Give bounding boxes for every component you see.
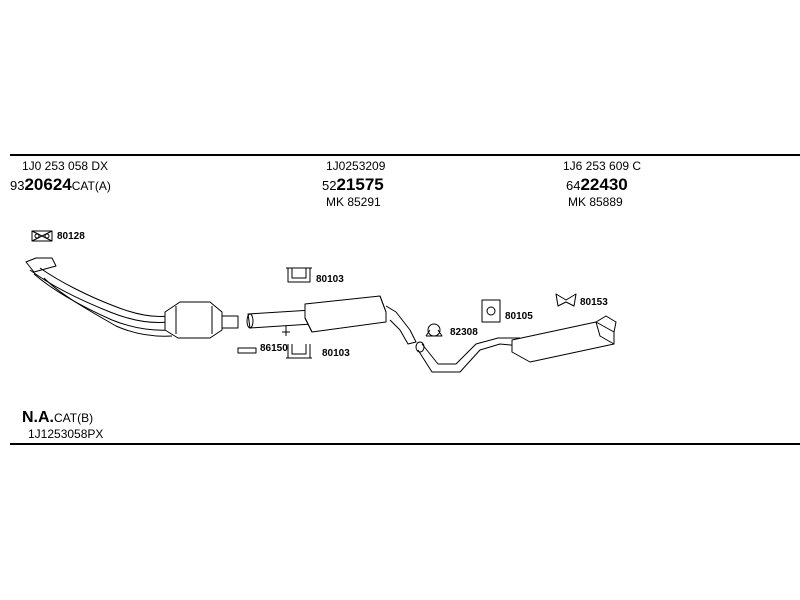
left-suffix: CAT(A) [71, 179, 111, 193]
right-number: 22430 [580, 175, 628, 194]
top-rule [10, 154, 800, 156]
callout-80128: 80128 [57, 231, 85, 242]
right-part-number: 1J6 253 609 C [563, 159, 642, 173]
mid-cat-number: 5221575 [322, 176, 384, 194]
rear-pipe-icon [415, 337, 521, 373]
bracket-80153-icon [555, 293, 577, 307]
gasket-80128-icon [31, 230, 53, 242]
middle-silencer-icon [246, 295, 417, 345]
callout-80153: 80153 [580, 297, 608, 308]
mid-prefix: 52 [322, 178, 337, 193]
footer-part-number: 1J1253058PX [28, 427, 104, 441]
right-prefix: 64 [566, 178, 581, 193]
rear-silencer-icon [511, 315, 617, 363]
callout-86150: 86150 [260, 343, 288, 354]
front-pipe-icon [25, 257, 173, 337]
mid-number: 21575 [336, 175, 384, 194]
hanger-80105-icon [481, 299, 501, 323]
bottom-rule [10, 443, 800, 445]
footer-na-cat: N.A.CAT(B) [22, 410, 93, 426]
callout-80103-top: 80103 [316, 274, 344, 285]
clamp-86150-icon [237, 326, 290, 354]
mid-part-number: 1J0253209 [326, 159, 386, 173]
callout-82308: 82308 [450, 327, 478, 338]
mid-mk: MK 85291 [326, 195, 381, 209]
left-part-number: 1J0 253 058 DX [22, 159, 109, 173]
right-mk: MK 85889 [568, 195, 623, 209]
right-cat-number: 6422430 [566, 176, 628, 194]
left-number: 20624 [24, 175, 72, 194]
hanger-80103-top-icon [286, 267, 312, 283]
catalytic-converter-icon [164, 301, 239, 339]
footer-na: N.A. [22, 409, 54, 426]
left-prefix: 93 [10, 178, 25, 193]
left-cat-number: 9320624CAT(A) [10, 176, 111, 194]
callout-80103-bottom: 80103 [322, 348, 350, 359]
clamp-82308-icon [425, 323, 443, 337]
footer-cat: CAT(B) [54, 411, 94, 425]
callout-80105: 80105 [505, 311, 533, 322]
hanger-80103-bottom-icon [286, 344, 312, 359]
